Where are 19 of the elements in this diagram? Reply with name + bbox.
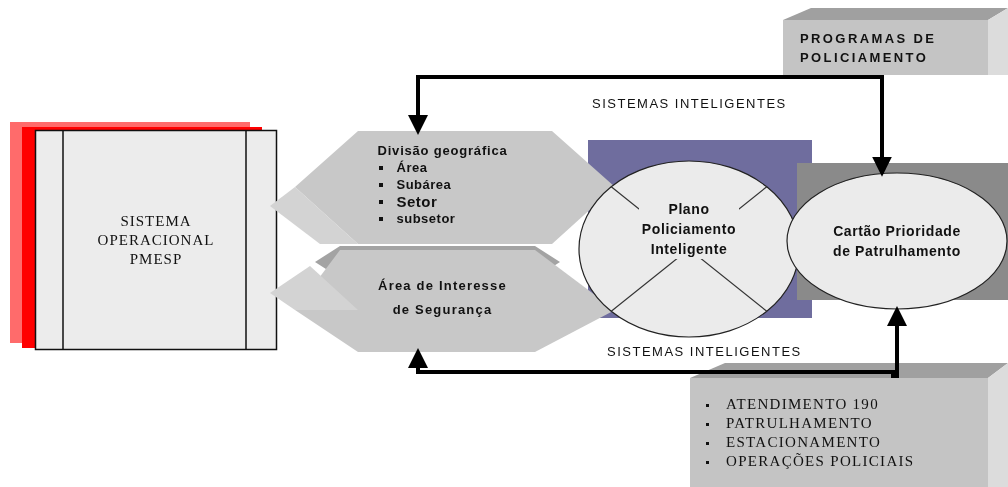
list-item: subsetor [378,210,507,227]
system-label: SISTEMA OPERACIONAL PMESP [96,211,216,269]
arrow [408,73,882,135]
heading-text: Divisão geográfica [377,142,508,159]
list-item: PATRULHAMENTO [704,414,873,433]
section-label: SISTEMAS INTELIGENTES [607,344,802,359]
shape-label: Área de Interesse de Segurança [377,277,508,319]
list-item: Área [378,159,507,176]
arrow [872,75,892,177]
section-label: SISTEMAS INTELIGENTES [592,96,787,111]
arrow [408,348,895,378]
list-item: OPERAÇÕES POLICIAIS [704,452,915,471]
arrow [887,306,907,378]
list-item: Setor [378,193,507,210]
ellipse-label: Cartão Prioridade de Patrulhamento [832,222,962,261]
list-item: ESTACIONAMENTO [704,433,882,452]
block-label: PROGRAMAS DE POLICIAMENTO [800,29,938,67]
list-item: ATENDIMENTO 190 [704,395,879,414]
list-item: Subárea [378,176,507,193]
